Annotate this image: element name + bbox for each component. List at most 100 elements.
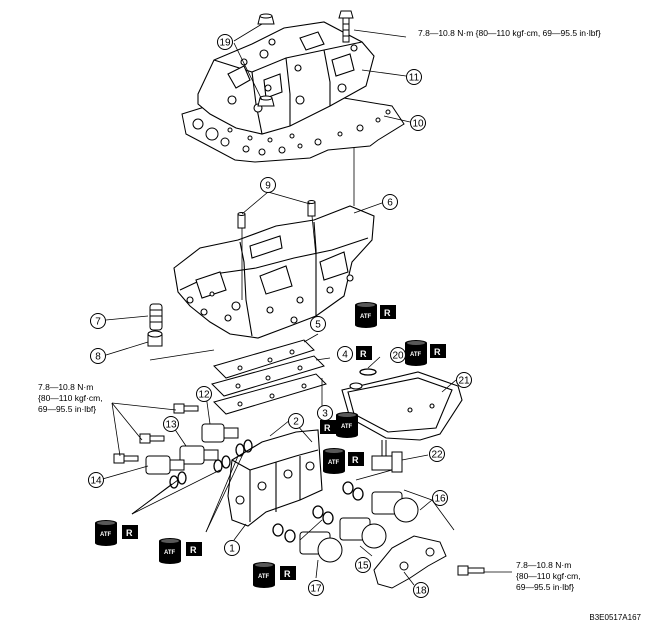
callout-3: 3 [317,405,333,421]
torque-spec-right-line2: {80—110 kgf·cm, [516,571,581,581]
svg-text:10: 10 [412,119,424,130]
svg-text:17: 17 [310,584,322,595]
bolt [113,403,199,464]
bolt [457,565,485,576]
callout-5: 5 [310,316,326,332]
svg-text:5: 5 [315,320,321,331]
callout-7: 7 [90,313,106,329]
oil-strainer [341,371,463,441]
svg-text:R: R [434,347,441,357]
r-badge: R [380,305,396,319]
callout-6: 6 [382,194,398,210]
callout-14: 14 [88,472,104,488]
atf-badge: ATF [323,448,345,474]
callout-13: 13 [163,416,179,432]
svg-text:15: 15 [357,561,369,572]
callout-10: 10 [410,115,426,131]
atf-badge: ATF [405,340,427,366]
svg-text:11: 11 [409,73,420,84]
svg-text:21: 21 [458,376,470,387]
torque-spec-left-line1: 7.8—10.8 N·m [38,382,93,392]
r-badge: R [280,566,296,580]
svg-text:ATF: ATF [100,532,112,538]
svg-text:12: 12 [198,390,210,401]
torque-spec-left-line3: 69—95.5 in·lbf} [38,404,96,414]
atf-badge: ATF [336,412,358,438]
atf-badge: ATF [355,302,377,328]
callout-15: 15 [355,557,371,573]
upper-valve-body [197,21,375,135]
pin [237,200,316,229]
svg-text:ATF: ATF [360,314,372,320]
r-badge: R [348,452,364,466]
svg-text:ATF: ATF [341,424,353,430]
callout-11: 11 [406,69,422,85]
svg-text:ATF: ATF [164,550,176,556]
callout-22: 22 [429,446,445,462]
callout-4: 4 [337,346,353,362]
spring [149,303,163,331]
svg-text:20: 20 [392,351,404,362]
separator-plate [181,85,405,163]
svg-text:9: 9 [265,181,271,192]
callout-8: 8 [90,348,106,364]
torque-spec-left-line2: {80—110 kgf·cm, [38,393,103,403]
leader-lines [98,23,512,586]
figure-id: B3E0517A167 [589,613,641,622]
svg-text:R: R [190,545,197,555]
svg-text:R: R [324,423,331,433]
o-ring [272,481,364,543]
atf-badge: ATF [95,520,117,546]
callout-21: 21 [456,372,472,388]
callout-2: 2 [288,413,304,429]
svg-text:R: R [384,308,391,318]
o-ring [169,439,253,489]
callout-19: 19 [217,34,233,50]
svg-text:7: 7 [95,317,101,328]
r-badge: R [320,420,336,434]
svg-text:ATF: ATF [258,574,270,580]
svg-text:18: 18 [415,586,427,597]
lower-valve-body [227,429,323,527]
svg-text:6: 6 [387,198,393,209]
svg-text:R: R [284,569,291,579]
main-valve-body [173,205,375,339]
svg-text:2: 2 [293,417,299,428]
solenoid [145,423,239,475]
svg-text:R: R [352,455,359,465]
callout-12: 12 [196,386,212,402]
svg-text:ATF: ATF [410,352,422,358]
svg-text:14: 14 [90,476,102,487]
svg-text:8: 8 [95,352,101,363]
solenoid [299,491,419,563]
atf-badge: ATF [253,562,275,588]
bolt [338,10,354,43]
bracket [373,535,447,589]
check-valve [147,330,163,347]
callout-16: 16 [432,490,448,506]
r-badge: R [122,525,138,539]
svg-text:3: 3 [322,409,328,420]
torque-spec-top: 7.8—10.8 N·m {80—110 kgf·cm, 69—95.5 in·… [418,28,601,38]
r-badge: R [186,542,202,556]
callout-18: 18 [413,582,429,598]
svg-text:22: 22 [431,450,443,461]
callout-1: 1 [224,540,240,556]
o-ring [359,368,377,376]
svg-text:19: 19 [219,38,231,49]
callout-20: 20 [390,347,406,363]
torque-spec-right-line3: 69—95.5 in·lbf} [516,582,574,592]
svg-text:16: 16 [434,494,446,505]
r-badge: R [430,344,446,358]
svg-text:R: R [126,528,133,538]
svg-text:13: 13 [165,420,177,431]
svg-text:R: R [360,349,367,359]
callout-9: 9 [260,177,276,193]
torque-spec-right-line1: 7.8—10.8 N·m [516,560,571,570]
gasket-plate [211,339,327,415]
temperature-sensor [371,440,403,473]
svg-text:ATF: ATF [328,460,340,466]
svg-text:1: 1 [229,544,235,555]
r-badge: R [356,346,372,360]
